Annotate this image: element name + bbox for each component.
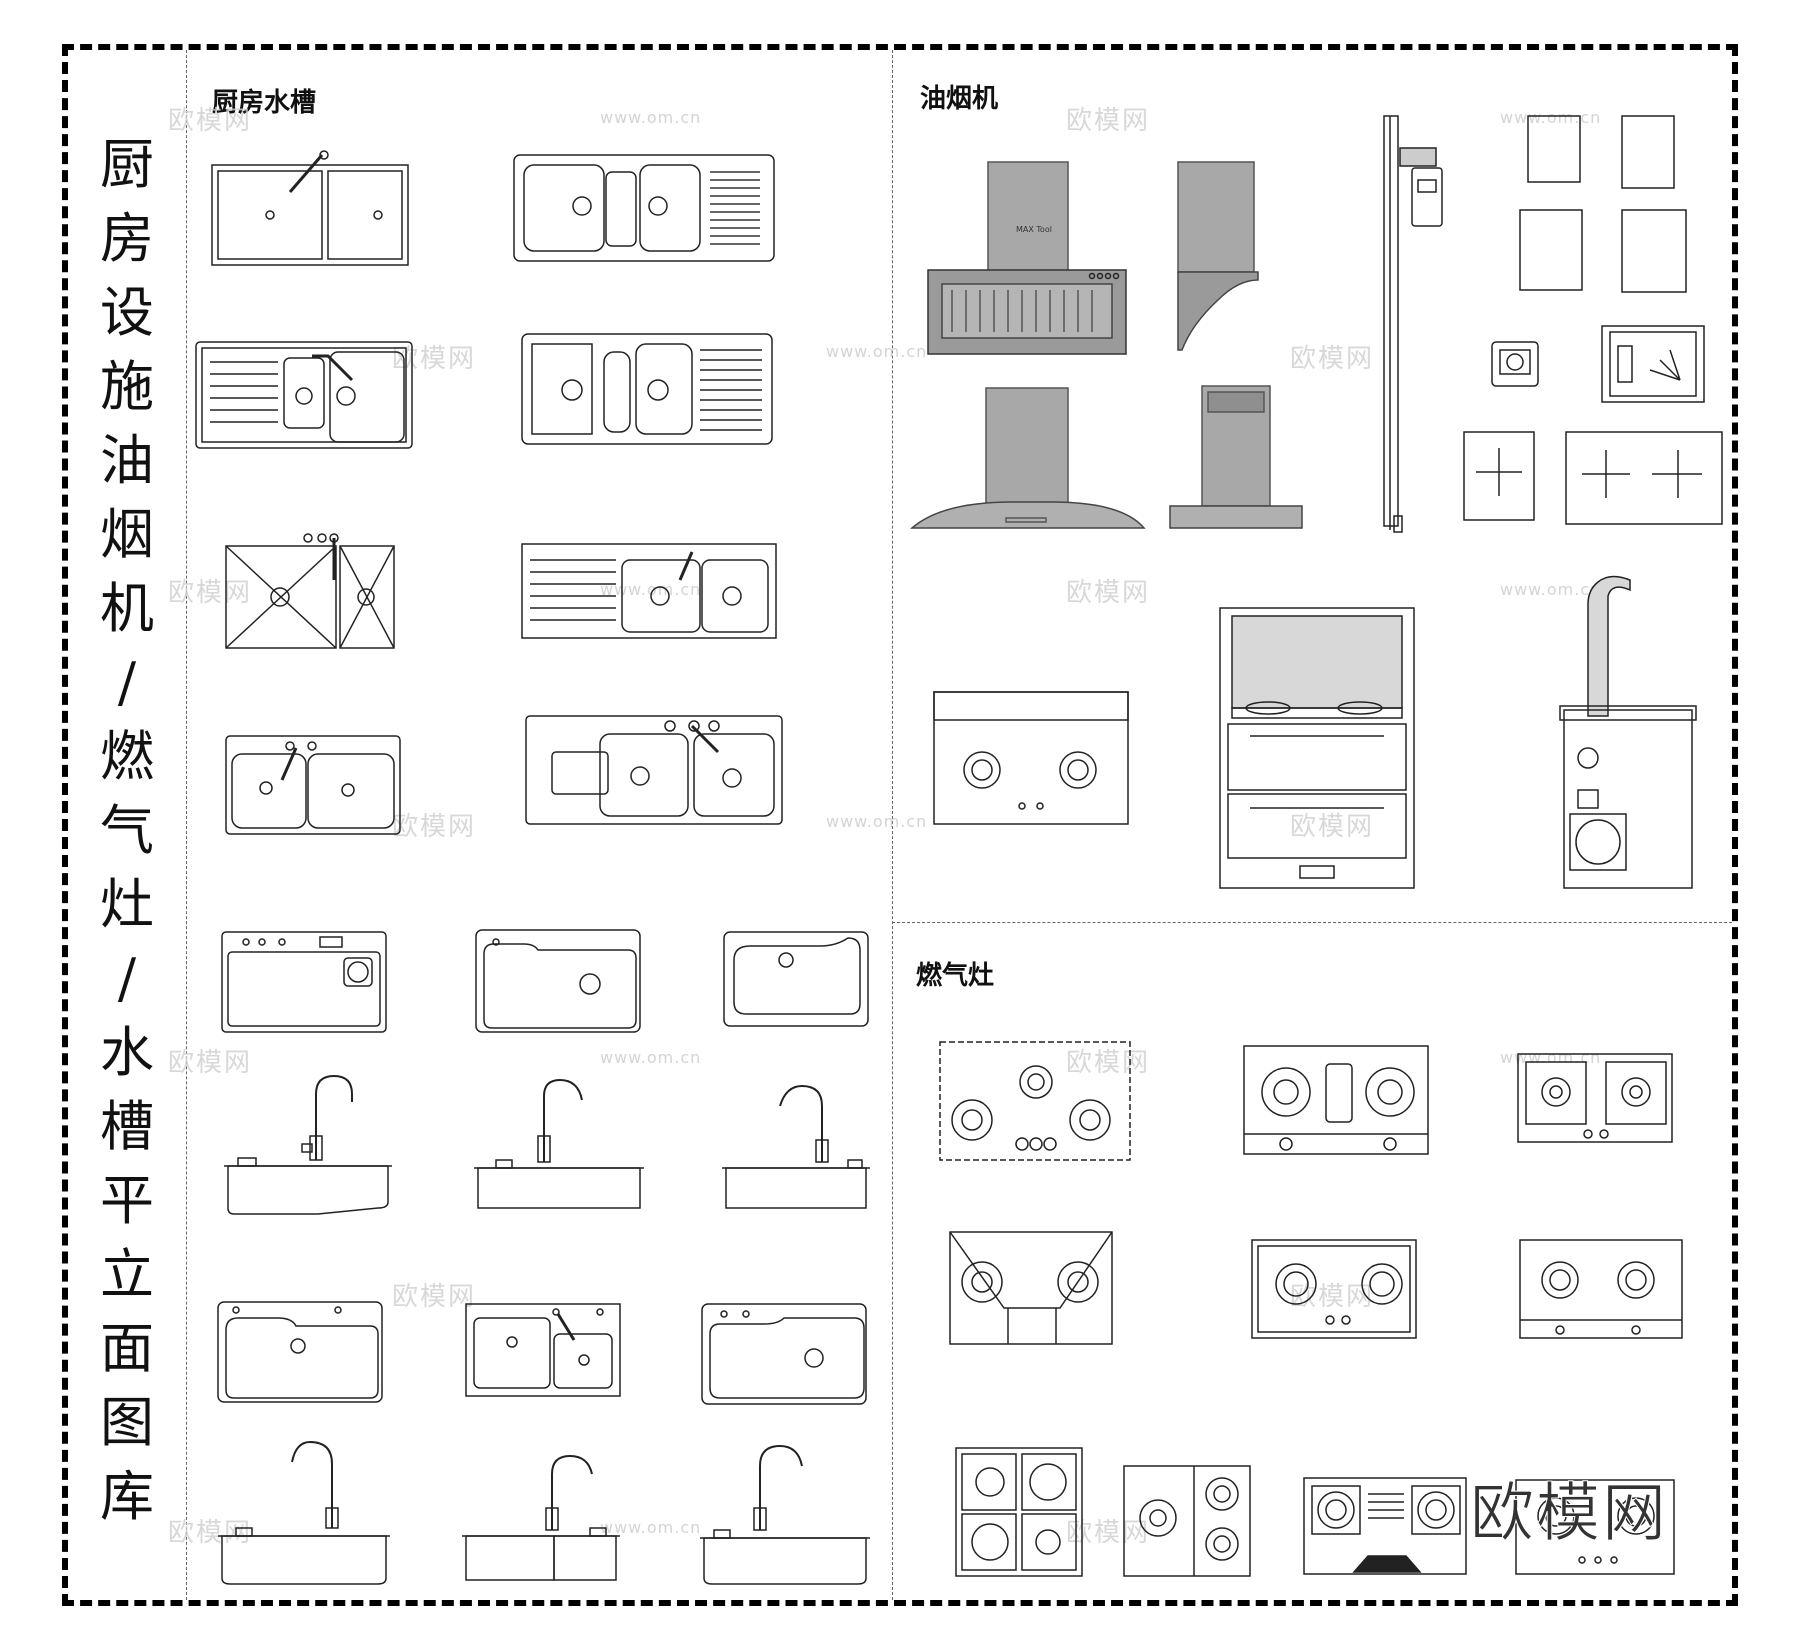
sink-plan-2 <box>514 155 774 261</box>
title-char: / <box>117 947 137 1010</box>
watermark-url: www.om.cn <box>1500 580 1602 599</box>
outer-frame <box>62 44 1738 1606</box>
section-title-stoves: 燃气灶 <box>916 961 995 991</box>
gas-stove-5 <box>1252 1240 1416 1338</box>
watermark-logo: 欧模网 <box>1290 1282 1375 1312</box>
watermark-logo: 欧模网 <box>168 578 253 608</box>
divider-right-horizontal <box>892 922 1732 923</box>
sink-plan-13 <box>466 1304 620 1396</box>
sink-elevation-3 <box>722 1086 870 1208</box>
title-char: 水 <box>100 1021 154 1084</box>
title-char: 库 <box>100 1465 154 1528</box>
induction-cooktop-2 <box>1566 432 1722 524</box>
cutting-boards <box>1520 116 1686 292</box>
hood-canopy-2 <box>1170 386 1302 528</box>
sink-elevation-2 <box>474 1080 644 1208</box>
induction-cooktop-1 <box>1464 432 1534 520</box>
sink-plan-9 <box>222 932 386 1032</box>
hood-canopy-1 <box>912 388 1144 528</box>
section-title-hoods: 油烟机 <box>920 84 999 114</box>
board-with-vegetables <box>1602 326 1704 402</box>
gas-stove-3 <box>1518 1054 1672 1142</box>
sink-plan-3 <box>196 342 412 448</box>
title-char: 灶 <box>100 873 154 936</box>
title-char: 房 <box>100 207 154 270</box>
watermark-logo: 欧模网 <box>392 812 477 842</box>
integrated-stove <box>1220 608 1414 888</box>
watermark-logo: 欧模网 <box>392 1282 477 1312</box>
gas-stove-8 <box>1124 1466 1250 1576</box>
sink-plan-8 <box>526 716 782 824</box>
gas-stove-1 <box>940 1042 1130 1160</box>
sink-plan-1 <box>212 151 408 265</box>
gas-stove-6 <box>1520 1240 1682 1338</box>
watermark-logo: 欧模网 <box>1290 812 1375 842</box>
hood-pole-gas-meter <box>1384 116 1442 532</box>
freestanding-stove <box>1560 576 1696 888</box>
watermark-url: www.om.cn <box>826 342 928 361</box>
sink-elevation-6 <box>700 1446 870 1584</box>
sink-plan-14 <box>702 1304 866 1404</box>
title-char: 立 <box>100 1243 154 1306</box>
title-char: 设 <box>100 281 154 344</box>
title-char: 油 <box>100 429 154 492</box>
title-char: 槽 <box>100 1095 154 1158</box>
sink-plan-4 <box>522 334 772 444</box>
sink-plan-12 <box>218 1302 382 1402</box>
brand-logo: 欧模网 <box>1470 1477 1668 1552</box>
hood-model-label: MAX Tool <box>1016 225 1052 234</box>
vertical-title: 厨 房 设 施 油 烟 机 / 燃 气 灶 / 水 槽 平 立 面 图 库 <box>92 128 162 1534</box>
watermark-logo: 欧模网 <box>1290 344 1375 374</box>
divider-left <box>186 50 187 1600</box>
title-char: 面 <box>100 1317 154 1380</box>
gas-stove-4 <box>950 1232 1112 1344</box>
gas-stove-10 <box>1516 1480 1674 1574</box>
title-char: 烟 <box>100 503 154 566</box>
gas-stove-9 <box>1304 1478 1466 1574</box>
watermark-url: www.om.cn <box>600 1518 702 1537</box>
watermark-url: www.om.cn <box>600 1048 702 1067</box>
sink-plan-5 <box>226 534 394 648</box>
title-char: 施 <box>100 355 154 418</box>
title-char: / <box>117 651 137 714</box>
sink-elevation-1 <box>224 1076 392 1214</box>
divider-middle <box>892 50 893 1600</box>
watermark-url: www.om.cn <box>826 812 928 831</box>
sink-plan-11 <box>724 932 868 1026</box>
section-title-sinks: 厨房水槽 <box>212 88 317 118</box>
watermark-logo: 欧模网 <box>1066 106 1151 136</box>
hood-side-1 <box>1178 162 1258 350</box>
sink-elevation-4 <box>218 1442 390 1584</box>
sink-elevation-5 <box>462 1456 620 1580</box>
gas-stove-7 <box>956 1448 1082 1576</box>
watermark-url: www.om.cn <box>600 580 702 599</box>
watermark-logo: 欧模网 <box>1066 1048 1151 1078</box>
watermark-url: www.om.cn <box>600 108 702 127</box>
sink-plan-7 <box>226 736 400 834</box>
title-char: 机 <box>100 577 154 640</box>
watermark-logo: 欧模网 <box>1066 1518 1151 1548</box>
title-char: 图 <box>100 1391 154 1454</box>
title-char: 气 <box>100 799 154 862</box>
hood-tshape-1 <box>928 162 1126 354</box>
watermark-url: www.om.cn <box>1500 108 1602 127</box>
watermark-logo: 欧模网 <box>168 106 253 136</box>
title-char: 燃 <box>100 725 154 788</box>
title-char: 厨 <box>100 133 154 196</box>
watermark-logo: 欧模网 <box>1066 578 1151 608</box>
range-cooker-front <box>934 692 1128 824</box>
sink-plan-10 <box>476 930 640 1032</box>
gas-stove-2 <box>1244 1046 1428 1154</box>
small-cooker <box>1492 342 1538 386</box>
title-char: 平 <box>100 1169 154 1232</box>
watermark-logo: 欧模网 <box>168 1048 253 1078</box>
sink-plan-6 <box>522 544 776 638</box>
